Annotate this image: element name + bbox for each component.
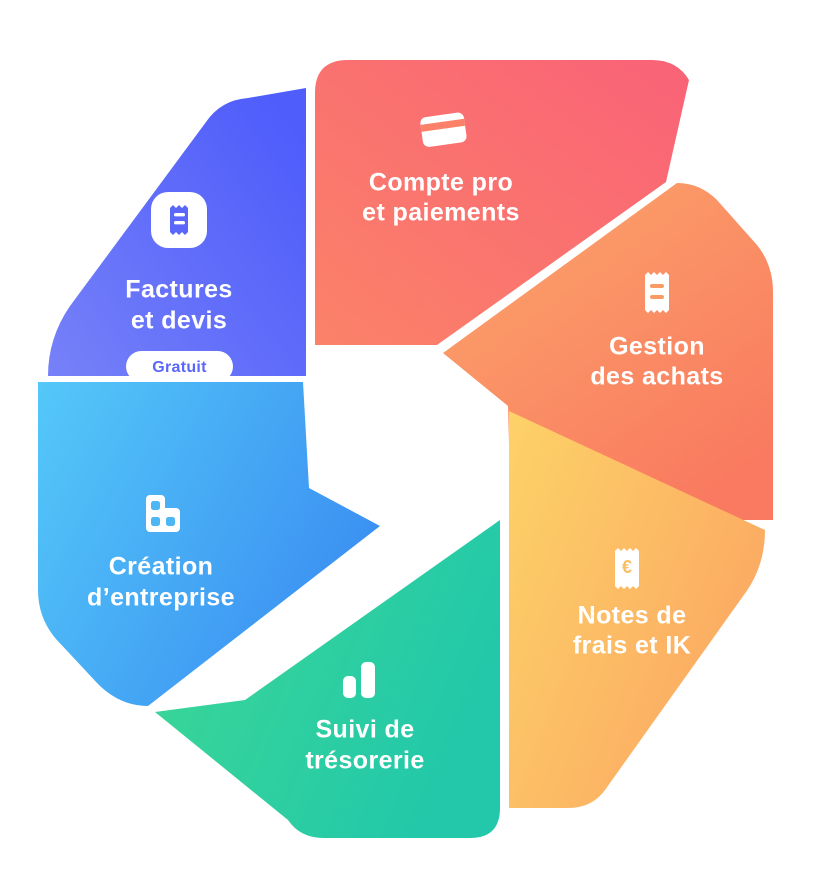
- segment-factures-devis[interactable]: Factures et devis Gratuit: [48, 88, 306, 382]
- invoice-icon: [151, 192, 207, 248]
- receipt-icon: [645, 272, 669, 313]
- credit-card-icon: [420, 112, 467, 147]
- euro-receipt-icon: €: [615, 548, 639, 589]
- gratuit-badge-background: [126, 351, 233, 382]
- gratuit-badge[interactable]: Gratuit: [126, 351, 233, 382]
- gratuit-badge-label: Gratuit: [152, 359, 207, 376]
- segment-creation-entreprise-shape[interactable]: [38, 382, 380, 706]
- bar-chart-icon: [343, 662, 375, 698]
- svg-text:€: €: [622, 557, 632, 577]
- building-blocks-icon: [146, 495, 180, 532]
- segment-suivi-tresorerie-shape[interactable]: [155, 520, 500, 838]
- segment-compte-pro-shape[interactable]: [315, 60, 689, 345]
- segment-notes-frais-shape[interactable]: [509, 411, 765, 808]
